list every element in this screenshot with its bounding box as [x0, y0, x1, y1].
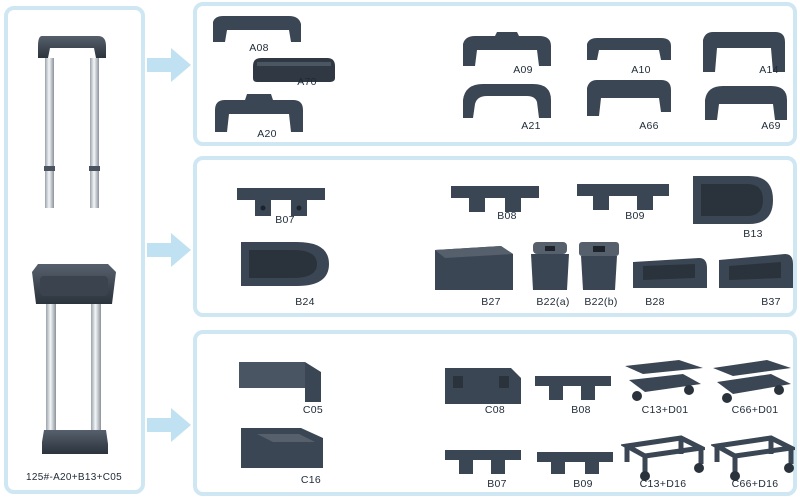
part-label: A69 — [761, 120, 781, 132]
bases-panel: C05 C16 C08 B08 C13+D01 C66+D01 B07 B09 — [193, 330, 797, 496]
bracket-b37-image — [719, 254, 793, 288]
part-label: B37 — [761, 296, 781, 308]
handle-a70-image — [253, 58, 335, 82]
part-label: B22(b) — [584, 296, 618, 308]
part-label: A20 — [257, 128, 277, 140]
part-label: B27 — [481, 296, 501, 308]
bracket-b09-image — [577, 184, 669, 210]
handle-a69-image — [705, 86, 787, 120]
handle-a66-image — [587, 80, 671, 116]
base-c16-image — [241, 428, 323, 468]
part-label: B09 — [573, 478, 593, 490]
part-label: C08 — [484, 404, 506, 416]
bracket-b22b-image — [579, 242, 619, 290]
handles-panel: A08 A70 A20 A09 A10 A14 A21 A66 A69 — [193, 2, 797, 146]
base-c66-d16-image — [711, 435, 795, 481]
part-label: A14 — [759, 64, 779, 76]
bracket-b13-image — [693, 176, 773, 224]
bracket-b07-image — [445, 450, 521, 474]
base-c66-d01-image — [713, 360, 791, 403]
handle-a08-image — [213, 16, 301, 42]
bracket-b09-image — [537, 452, 613, 474]
part-label: A08 — [249, 42, 269, 54]
part-label: A09 — [513, 64, 533, 76]
telescopic-trolley-illustration — [32, 36, 116, 454]
part-label: C16 — [300, 474, 322, 486]
base-c05-image — [239, 362, 321, 402]
base-c13-d16-image — [621, 435, 705, 481]
brackets-panel: B07 B24 B08 B09 B13 B27 B22(a) B22(b) — [193, 156, 797, 317]
part-label: A66 — [639, 120, 659, 132]
bracket-b27-image — [435, 246, 513, 290]
part-label: B07 — [487, 478, 507, 490]
part-label: C13+D16 — [639, 478, 687, 490]
trolley-model-label: 125#-A20+B13+C05 — [26, 472, 122, 483]
part-label: B22(a) — [536, 296, 570, 308]
trolley-panel: 125#-A20+B13+C05 — [4, 6, 145, 494]
base-c13-d01-image — [625, 360, 703, 401]
part-label: B07 — [275, 214, 295, 226]
part-label: B24 — [295, 296, 315, 308]
bracket-b22a-image — [531, 242, 569, 290]
part-label: C66+D01 — [731, 404, 779, 416]
part-label: A21 — [521, 120, 541, 132]
bracket-b28-image — [633, 258, 707, 288]
bracket-b24-image — [241, 242, 329, 286]
handle-a10-image — [587, 38, 671, 60]
handle-a14-image — [703, 32, 785, 72]
part-label: B08 — [497, 210, 517, 222]
bracket-b07-image — [237, 188, 325, 216]
bracket-b08-image — [535, 376, 611, 400]
part-label: C13+D01 — [641, 404, 689, 416]
part-label: B13 — [743, 228, 763, 240]
arrow-right-icon — [147, 48, 191, 82]
handle-a09-image — [463, 32, 551, 66]
part-label: A10 — [631, 64, 651, 76]
part-label: B08 — [571, 404, 591, 416]
part-label: A70 — [297, 76, 317, 88]
handle-a21-image — [463, 84, 551, 118]
handle-a20-image — [215, 94, 303, 132]
base-c08-image — [445, 368, 521, 404]
part-label: B28 — [645, 296, 665, 308]
part-label: C05 — [302, 404, 324, 416]
arrow-right-icon — [147, 408, 191, 442]
arrow-right-icon — [147, 233, 191, 267]
bracket-b08-image — [451, 186, 539, 212]
part-label: C66+D16 — [731, 478, 779, 490]
part-label: B09 — [625, 210, 645, 222]
